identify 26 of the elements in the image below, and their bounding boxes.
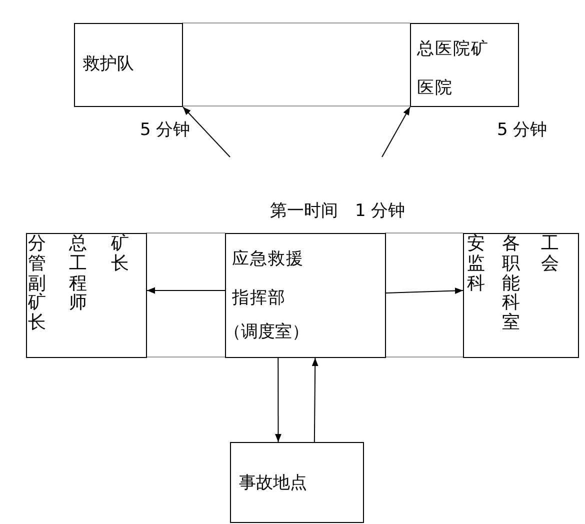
arrow [275, 358, 282, 442]
org-box [26, 233, 147, 358]
box-text: 救护队 [83, 53, 134, 75]
box-text: 分管副矿长 [28, 234, 46, 333]
duration-label: 5 分钟 [140, 119, 190, 141]
box-text: 应急救援指挥部 [232, 248, 304, 310]
arrow [386, 288, 464, 294]
duration-label: 第一时间 1 分钟 [270, 200, 406, 222]
box-text: 总工程师 [69, 234, 87, 314]
box-text: 矿长 [111, 234, 129, 274]
arrow [182, 106, 230, 158]
box-text: 安监科 [467, 234, 485, 294]
box-text: 各职能科室 [502, 234, 520, 333]
arrow [146, 287, 226, 294]
org-box [74, 23, 183, 107]
box-text: 工会 [541, 234, 559, 274]
box-text: （调度室） [224, 321, 309, 343]
org-box [225, 233, 386, 358]
duration-label: 5 分钟 [497, 119, 548, 141]
arrow [382, 106, 410, 158]
arrow [312, 358, 318, 442]
box-text: 事故地点 [239, 472, 307, 494]
org-box [410, 23, 519, 107]
box-text: 总医院矿医院 [417, 38, 489, 100]
org-box [230, 442, 364, 523]
org-box [463, 233, 579, 358]
